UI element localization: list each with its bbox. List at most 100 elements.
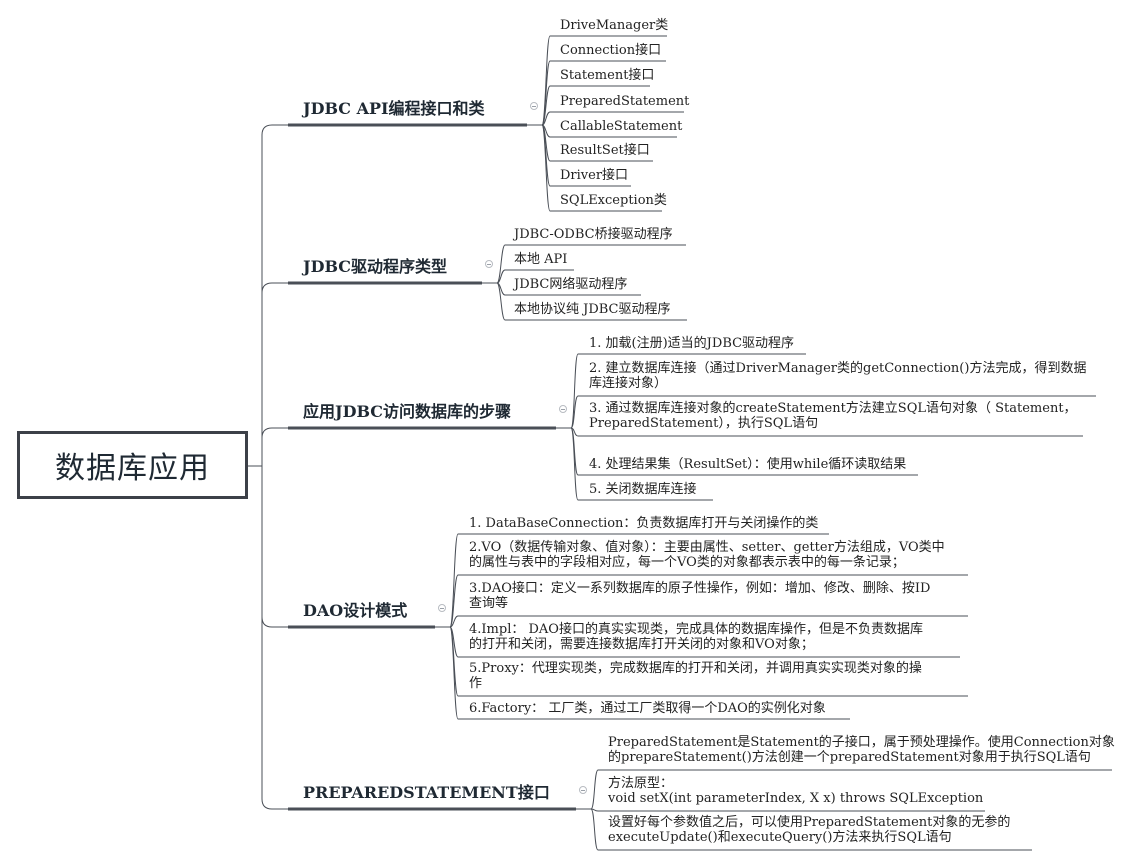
leaf-topic-2-3[interactable]: 4. 处理结果集（ResultSet）：使用while循环读取结果 [589, 457, 906, 472]
leaf-topic-1-2[interactable]: JDBC网络驱动程序 [514, 277, 627, 292]
branch-connector-3 [261, 616, 288, 628]
leaf-topic-0-7[interactable]: SQLException类 [560, 193, 667, 208]
leaf-connector-4-2 [590, 808, 599, 851]
branch-topic-0[interactable]: JDBC API编程接口和类 [303, 95, 485, 119]
branch-topic-label-0: JDBC API编程接口和类 [303, 99, 485, 118]
branch-connector-2 [261, 427, 288, 439]
leaf-text-line: CallableStatement [560, 119, 683, 134]
leaf-text-line: 3.DAO接口：定义一系列数据库的原子性操作，例如：增加、修改、删除、按ID [469, 581, 931, 596]
collapse-toggle-icon[interactable] [485, 260, 493, 268]
leaf-topic-3-0[interactable]: 1. DataBaseConnection：负责数据库打开与关闭操作的类 [469, 516, 818, 531]
branch-topic-2[interactable]: 应用JDBC访问数据库的步骤 [303, 398, 511, 422]
leaf-connector-2-0 [570, 353, 579, 429]
branch-topic-label-4: PREPAREDSTATEMENT接口 [303, 783, 550, 802]
leaf-text-line: 1. DataBaseConnection：负责数据库打开与关闭操作的类 [469, 516, 819, 531]
leaf-text-line: 2. 建立数据库连接（通过DriverManager类的getConnectio… [589, 361, 1087, 376]
leaf-text-line: ResultSet接口 [560, 143, 650, 158]
collapse-toggle-icon[interactable] [438, 604, 446, 612]
leaf-topic-4-1[interactable]: 方法原型： void setX(int parameterIndex, X x)… [608, 776, 983, 806]
branch-topic-1[interactable]: JDBC驱动程序类型 [303, 253, 447, 277]
leaf-text-line: 本地 API [514, 252, 568, 267]
leaf-text-line: Connection接口 [560, 43, 662, 58]
leaf-text-line: PreparedStatement是Statement的子接口，属于预处理操作。… [608, 735, 1115, 750]
leaf-text-line: 5. 关闭数据库连接 [589, 482, 697, 497]
leaf-topic-0-5[interactable]: ResultSet接口 [560, 143, 650, 158]
leaf-text-line: 方法原型： [608, 776, 674, 791]
leaf-topic-4-0[interactable]: PreparedStatement是Statement的子接口，属于预处理操作。… [608, 735, 1115, 765]
leaf-text-line: 6.Factory： 工厂类，通过工厂类取得一个DAO的实例化对象 [469, 701, 826, 716]
root-topic-label: 数据库应用 [55, 451, 210, 486]
leaf-text-line: SQLException类 [560, 193, 667, 208]
leaf-topic-0-6[interactable]: Driver接口 [560, 168, 628, 183]
branch-connector-4 [261, 798, 288, 810]
leaf-text-line: 作 [469, 676, 483, 691]
leaf-text-line: 4.Impl： DAO接口的真实实现类，完成具体的数据库操作，但是不负责数据库 [469, 622, 923, 637]
leaf-text-line: void setX(int parameterIndex, X x) throw… [608, 791, 984, 806]
leaf-connector-3-4 [449, 626, 459, 697]
leaf-connector-0-3 [541, 111, 551, 126]
leaf-connector-2-2 [570, 427, 579, 437]
branch-topic-label-3: DAO设计模式 [303, 601, 408, 620]
branch-topic-4[interactable]: PREPAREDSTATEMENT接口 [303, 779, 550, 803]
leaf-connector-2-4 [570, 427, 579, 501]
leaf-text-line: 5.Proxy：代理实现类，完成数据库的打开和关闭，并调用真实实现类对象的操 [469, 661, 922, 676]
collapse-toggle-icon[interactable] [559, 405, 567, 413]
leaf-topic-2-1[interactable]: 2. 建立数据库连接（通过DriverManager类的getConnectio… [589, 361, 1086, 391]
leaf-connector-0-2 [541, 85, 551, 126]
leaf-text-line: 的prepareStatement()方法创建一个preparedStateme… [608, 750, 1091, 765]
leaf-text-line: 设置好每个参数值之后，可以使用PreparedStatement对象的无参的 [608, 815, 1011, 830]
leaf-text-line: PreparedStatement），执行SQL语句 [589, 416, 819, 431]
leaf-connector-4-0 [590, 769, 599, 810]
leaf-connector-2-1 [570, 395, 579, 429]
collapse-toggle-icon[interactable] [530, 102, 538, 110]
leaf-topic-0-3[interactable]: PreparedStatement [560, 94, 689, 109]
collapse-toggle-icon[interactable] [579, 786, 587, 794]
leaf-topic-2-4[interactable]: 5. 关闭数据库连接 [589, 482, 697, 497]
leaf-text-line: JDBC网络驱动程序 [514, 277, 628, 292]
leaf-text-line: 查询等 [469, 596, 509, 611]
leaf-text-line: 2.VO（数据传输对象、值对象）：主要由属性、setter、getter方法组成… [469, 540, 945, 555]
leaf-topic-1-1[interactable]: 本地 API [514, 252, 567, 267]
leaf-connector-0-7 [541, 124, 551, 212]
leaf-topic-0-2[interactable]: Statement接口 [560, 68, 654, 83]
leaf-topic-1-3[interactable]: 本地协议纯 JDBC驱动程序 [514, 302, 671, 317]
branch-topic-label-2: 应用JDBC访问数据库的步骤 [303, 402, 512, 421]
leaf-topic-1-0[interactable]: JDBC-ODBC桥接驱动程序 [514, 227, 673, 242]
leaf-text-line: 本地协议纯 JDBC驱动程序 [514, 302, 671, 317]
leaf-connector-1-3 [496, 282, 506, 321]
leaf-topic-0-1[interactable]: Connection接口 [560, 43, 661, 58]
leaf-text-line: 4. 处理结果集（ResultSet）：使用while循环读取结果 [589, 457, 907, 472]
branch-topic-label-1: JDBC驱动程序类型 [303, 257, 448, 276]
leaf-text-line: PreparedStatement [560, 94, 690, 109]
leaf-text-line: 库连接对象） [589, 376, 668, 391]
leaf-topic-3-4[interactable]: 5.Proxy：代理实现类，完成数据库的打开和关闭，并调用真实实现类对象的操作 [469, 661, 922, 691]
leaf-connector-1-0 [496, 244, 506, 284]
leaf-topic-2-2[interactable]: 3. 通过数据库连接对象的createStatement方法建立SQL语句对象（… [589, 401, 1077, 431]
leaf-text-line: 3. 通过数据库连接对象的createStatement方法建立SQL语句对象（… [589, 401, 1077, 416]
leaf-text-line: 的打开和关闭，需要连接数据库打开关闭的对象和VO对象； [469, 637, 814, 652]
leaf-connector-3-5 [449, 626, 459, 720]
branch-connector-0 [261, 124, 288, 136]
leaf-connector-3-0 [449, 533, 459, 628]
leaf-text-line: executeUpdate()和executeQuery()方法来执行SQL语句 [608, 830, 952, 845]
leaf-topic-3-5[interactable]: 6.Factory： 工厂类，通过工厂类取得一个DAO的实例化对象 [469, 701, 826, 716]
leaf-topic-3-3[interactable]: 4.Impl： DAO接口的真实实现类，完成具体的数据库操作，但是不负责数据库的… [469, 622, 923, 652]
leaf-text-line: Driver接口 [560, 168, 629, 183]
leaf-connector-0-0 [541, 35, 551, 126]
leaf-connector-4-1 [590, 808, 599, 812]
branch-topic-3[interactable]: DAO设计模式 [303, 597, 407, 621]
leaf-topic-0-0[interactable]: DriveManager类 [560, 18, 668, 33]
leaf-connector-3-2 [449, 615, 459, 628]
leaf-topic-0-4[interactable]: CallableStatement [560, 119, 682, 134]
leaf-text-line: 的属性与表中的字段相对应，每一个VO类的对象都表示表中的每一条记录； [469, 555, 905, 570]
leaf-text-line: DriveManager类 [560, 18, 669, 33]
leaf-text-line: JDBC-ODBC桥接驱动程序 [514, 227, 673, 242]
leaf-topic-2-0[interactable]: 1. 加载(注册)适当的JDBC驱动程序 [589, 336, 794, 351]
leaf-connector-3-1 [449, 574, 459, 628]
root-topic[interactable]: 数据库应用 [17, 431, 248, 499]
leaf-topic-3-1[interactable]: 2.VO（数据传输对象、值对象）：主要由属性、setter、getter方法组成… [469, 540, 945, 570]
branch-connector-1 [261, 282, 288, 294]
